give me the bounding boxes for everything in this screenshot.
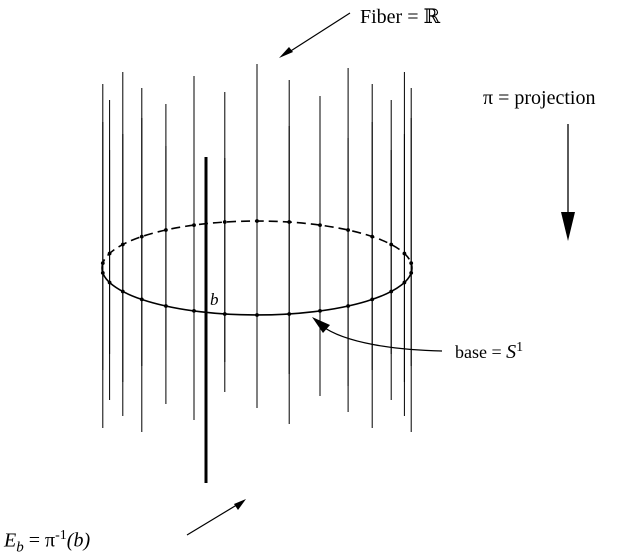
projection-label: π = projection xyxy=(483,87,596,109)
base-point xyxy=(100,271,105,275)
base-point xyxy=(107,251,112,256)
base-point xyxy=(389,242,394,247)
base-point xyxy=(164,228,168,232)
fiber-arrowhead-icon xyxy=(279,47,293,58)
base-point xyxy=(287,312,292,316)
fiber-reals-symbol: ℝ xyxy=(423,4,441,28)
base-point xyxy=(318,223,322,228)
base-point xyxy=(222,220,227,224)
projection-arrowhead-icon xyxy=(561,212,575,241)
base-label: base = S1 xyxy=(455,340,523,364)
eb-equals-pi: = π xyxy=(23,529,56,552)
eb-argument: (b) xyxy=(66,529,91,552)
base-point xyxy=(192,223,196,228)
base-point xyxy=(370,297,375,302)
fiber-arrow xyxy=(279,12,351,58)
base-point xyxy=(389,289,394,294)
base-point xyxy=(409,271,414,275)
eb-symbol: E xyxy=(4,529,17,552)
base-point xyxy=(120,289,125,294)
eb-exponent: -1 xyxy=(55,528,67,543)
projection-arrow xyxy=(561,124,575,241)
base-point xyxy=(164,304,168,308)
base-point xyxy=(346,228,350,232)
base-point xyxy=(287,220,292,224)
base-arrow xyxy=(312,317,443,352)
base-point xyxy=(346,304,350,308)
base-point xyxy=(402,251,407,256)
base-point xyxy=(120,242,125,247)
base-point xyxy=(139,297,144,302)
base-circle-symbol: S xyxy=(506,341,517,363)
fiber-label-text: Fiber = xyxy=(360,6,424,28)
eb-label: Eb = π-1(b) xyxy=(4,528,90,557)
base-points xyxy=(100,219,414,317)
base-point xyxy=(139,234,144,239)
base-point xyxy=(222,312,227,316)
eb-subscript: b xyxy=(16,539,24,556)
base-point xyxy=(255,219,259,223)
base-point xyxy=(318,309,322,313)
fiber-label: Fiber = ℝ xyxy=(360,4,440,29)
base-label-text: base = xyxy=(455,342,507,362)
base-point xyxy=(255,313,259,317)
base-point xyxy=(402,280,407,285)
base-point xyxy=(370,234,375,239)
base-arrowhead-icon xyxy=(312,317,330,333)
base-point xyxy=(100,261,105,265)
base-circle-exponent: 1 xyxy=(516,340,524,355)
eb-arrow xyxy=(186,499,246,536)
base-point xyxy=(192,309,196,313)
base-point xyxy=(409,261,414,265)
point-b-label: b xyxy=(210,290,219,309)
front-fibers xyxy=(102,118,412,432)
base-point xyxy=(107,280,112,285)
eb-arrowhead-icon xyxy=(234,499,246,510)
